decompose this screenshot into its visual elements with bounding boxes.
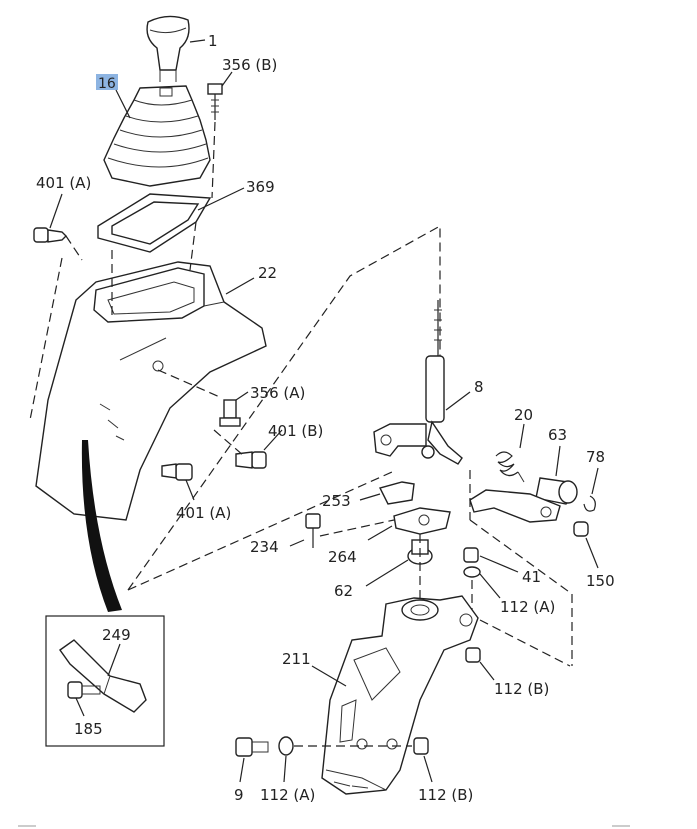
bolt-9-part[interactable]: [235, 737, 269, 757]
nut-41-part[interactable]: [463, 547, 479, 563]
callout-401b: 401 (B): [268, 422, 323, 440]
callout-369: 369: [246, 178, 275, 196]
clip-401a-bottom-part[interactable]: [161, 463, 193, 481]
callout-16: 16: [98, 76, 116, 92]
shaft-63-part[interactable]: [535, 477, 578, 505]
callout-9: 9: [234, 786, 244, 804]
callout-112a: 112 (A): [500, 598, 555, 616]
callout-211: 211: [282, 650, 311, 668]
washer-112a-bottom-part[interactable]: [278, 736, 294, 756]
console-22-part[interactable]: [35, 261, 267, 521]
callout-234: 234: [250, 538, 279, 556]
bracket-211-part[interactable]: [321, 595, 479, 795]
nut-112b-bottom-part[interactable]: [413, 737, 429, 755]
cover-253-part[interactable]: [378, 481, 415, 505]
bolt-185-part[interactable]: [67, 681, 101, 699]
clip-401a-left-part[interactable]: [33, 227, 67, 243]
callout-150: 150: [586, 572, 615, 590]
callout-401a-left: 401 (A): [36, 174, 91, 192]
callout-20: 20: [514, 406, 533, 424]
callout-356b: 356 (B): [222, 56, 277, 74]
clip-401b-part[interactable]: [235, 451, 267, 469]
washer-112a-part[interactable]: [463, 566, 481, 578]
callout-356a: 356 (A): [250, 384, 305, 402]
knob-part[interactable]: [146, 15, 190, 82]
shift-lever-8-part[interactable]: [373, 300, 463, 465]
callout-62: 62: [334, 582, 353, 600]
callout-185: 185: [74, 720, 103, 738]
bolt-234-part[interactable]: [305, 513, 321, 548]
plate-264-part[interactable]: [393, 507, 451, 535]
roller-150-part[interactable]: [573, 521, 589, 537]
callout-78: 78: [586, 448, 605, 466]
callout-264: 264: [328, 548, 357, 566]
bracket-249-part[interactable]: [59, 639, 147, 713]
highlight-box: [96, 74, 118, 90]
callout-253: 253: [322, 492, 351, 510]
clip-78-part[interactable]: [583, 495, 596, 512]
callout-63: 63: [548, 426, 567, 444]
callout-112a-bottom: 112 (A): [260, 786, 315, 804]
callout-41: 41: [522, 568, 541, 586]
spring-20-part[interactable]: [495, 451, 525, 483]
callout-112b-bottom: 112 (B): [418, 786, 473, 804]
callout-22: 22: [258, 264, 277, 282]
callout-112b: 112 (B): [494, 680, 549, 698]
gasket-369-part[interactable]: [97, 193, 212, 253]
callout-401a-bottom: 401 (A): [176, 504, 231, 522]
shift-boot-part[interactable]: [103, 85, 211, 187]
washer-112b-part[interactable]: [465, 647, 481, 663]
bolt-356a-part[interactable]: [219, 399, 241, 427]
inset-pointer-arrow: [81, 440, 122, 612]
bolt-356b-part[interactable]: [207, 83, 223, 120]
callout-249: 249: [102, 626, 131, 644]
link-arm-part[interactable]: [469, 489, 561, 523]
callout-8: 8: [474, 378, 484, 396]
callout-1: 1: [208, 32, 218, 50]
